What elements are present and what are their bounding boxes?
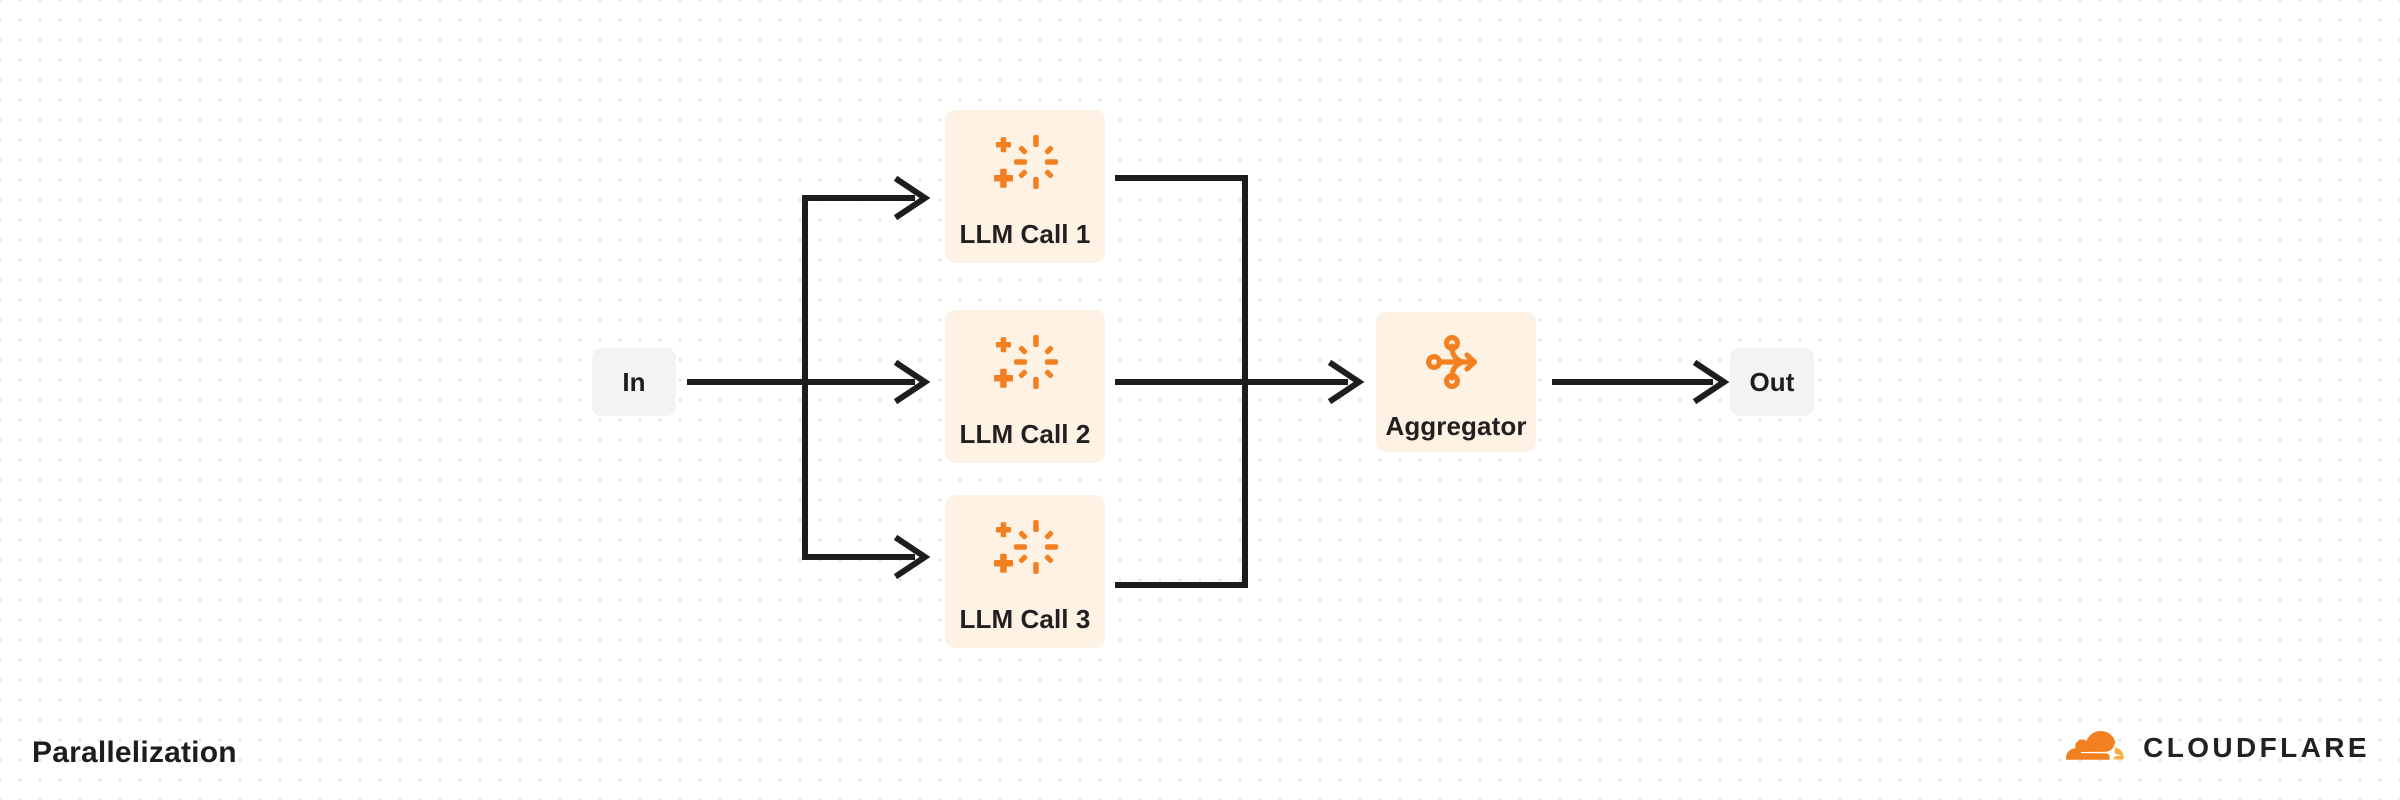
node-llm-call-1-label: LLM Call 1: [959, 219, 1091, 249]
node-in-label: In: [622, 366, 646, 397]
brand-wordmark: CLOUDFLARE: [2143, 732, 2370, 763]
brand-logo: CLOUDFLARE: [2065, 730, 2370, 766]
node-out-label: Out: [1749, 366, 1795, 397]
page-title: Parallelization: [32, 736, 237, 769]
node-aggregator-label: Aggregator: [1385, 411, 1527, 441]
node-out[interactable]: Out: [1730, 348, 1814, 416]
ai-sparkle-icon: [992, 334, 1058, 397]
ai-sparkle-icon: [992, 519, 1058, 582]
aggregate-merge-icon: [1425, 334, 1487, 395]
cloudflare-cloud-logo: [2065, 730, 2129, 766]
node-aggregator[interactable]: Aggregator: [1376, 312, 1536, 452]
node-llm-call-3[interactable]: LLM Call 3: [945, 495, 1105, 648]
node-in[interactable]: In: [592, 348, 676, 416]
node-llm-call-2[interactable]: LLM Call 2: [945, 310, 1105, 463]
ai-sparkle-icon: [992, 134, 1058, 197]
node-llm-call-3-label: LLM Call 3: [959, 604, 1091, 634]
node-llm-call-2-label: LLM Call 2: [959, 419, 1091, 449]
node-llm-call-1[interactable]: LLM Call 1: [945, 110, 1105, 263]
